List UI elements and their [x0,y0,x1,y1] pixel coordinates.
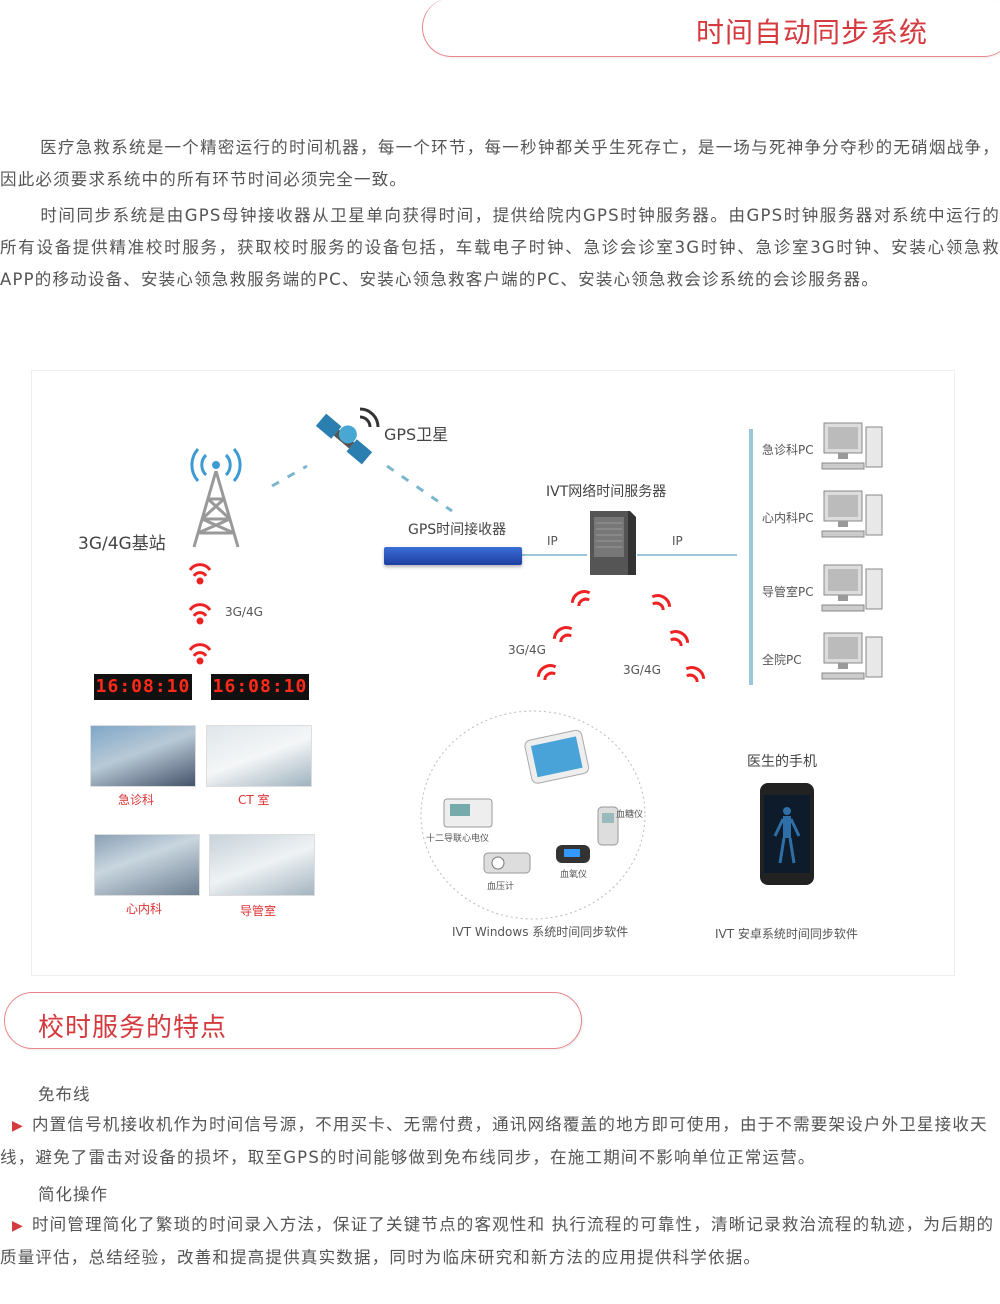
pc-item: 全院PC [762,632,902,685]
time-sync-diagram: GPS卫星 3G/4G基站 GPS时间接收器 IVT网络时间服务器 IP IP … [31,370,955,976]
network-label: 3G/4G [225,605,263,619]
intro-paragraph-1: 医疗急救系统是一个精密运行的时间机器，每一个环节，每一秒钟都关乎生死存亡，是一场… [0,138,1000,189]
gps-receiver-device [384,547,522,565]
satellite-label: GPS卫星 [384,425,449,444]
room-label: 心内科 [126,902,163,916]
device-label: 血糖仪 [616,810,644,820]
pc-label: 导管室PC [762,585,814,599]
pc-item: 心内科PC [762,490,902,543]
satellite-icon [315,407,380,465]
device-label: 血氧仪 [560,870,588,880]
feature-text: ▶内置信号机接收机作为时间信号源，不用买卡、无需付费，通讯网络覆盖的地方即可使用… [0,1115,988,1167]
digital-clock: 16:08:10 [94,674,192,700]
header-banner [422,0,1000,57]
bullet-icon: ▶ [12,1218,24,1234]
blood-pressure-icon [483,852,531,874]
diagram-lines [271,429,753,920]
server-label: IVT网络时间服务器 [546,484,667,500]
photo-cardiology [94,834,200,896]
room-label: 急诊科 [118,793,155,807]
network-label: 3G/4G [623,663,661,677]
photo-emergency-room [90,725,196,787]
receiver-label: GPS时间接收器 [408,522,507,538]
feature-text: ▶时间管理简化了繁琐的时间录入方法，保证了关键节点的客观性和 执行流程的可靠性，… [0,1215,995,1267]
tower-label: 3G/4G基站 [78,534,166,554]
photo-ct-room [206,725,312,787]
photo-cath-lab [209,834,315,896]
desktop-pc-icon [821,564,883,612]
desktop-pc-icon [821,490,883,538]
page-title: 时间自动同步系统 [696,16,929,49]
pc-label: 全院PC [762,653,802,667]
intro-paragraph-2: 时间同步系统是由GPS母钟接收器从卫星单向获得时间，提供给院内GPS时钟服务器。… [0,206,1000,289]
pc-item: 导管室PC [762,564,902,617]
bullet-icon: ▶ [12,1118,24,1134]
feature-heading: 简化操作 [38,1185,108,1204]
ip-label-right: IP [672,534,683,548]
wireless-signal-icons [188,563,706,683]
cell-tower-icon [190,448,242,548]
network-label: 3G/4G [508,643,546,657]
smartphone-icon [760,783,814,885]
android-software-caption: IVT 安卓系统时间同步软件 [715,927,858,941]
digital-clock: 16:08:10 [211,674,309,700]
feature-heading: 免布线 [38,1085,91,1104]
pc-item: 急诊科PC [762,422,902,475]
room-label: CT 室 [238,793,270,807]
windows-software-caption: IVT Windows 系统时间同步软件 [452,925,629,939]
desktop-pc-icon [821,632,883,680]
room-label: 导管室 [240,904,277,918]
ecg-device-icon [443,798,493,828]
desktop-pc-icon [821,422,883,470]
tablet-icon [524,729,590,784]
features-title: 校时服务的特点 [38,1013,228,1043]
device-label: 十二导联心电仪 [426,834,490,844]
features-banner [4,992,582,1049]
pc-label: 心内科PC [762,511,814,525]
glucose-meter-icon [597,806,619,846]
device-label: 血压计 [487,882,515,892]
pc-label: 急诊科PC [762,443,814,457]
phone-label: 医生的手机 [747,754,817,770]
ip-label-left: IP [547,534,558,548]
oximeter-icon [556,845,590,863]
server-icon [590,511,636,575]
